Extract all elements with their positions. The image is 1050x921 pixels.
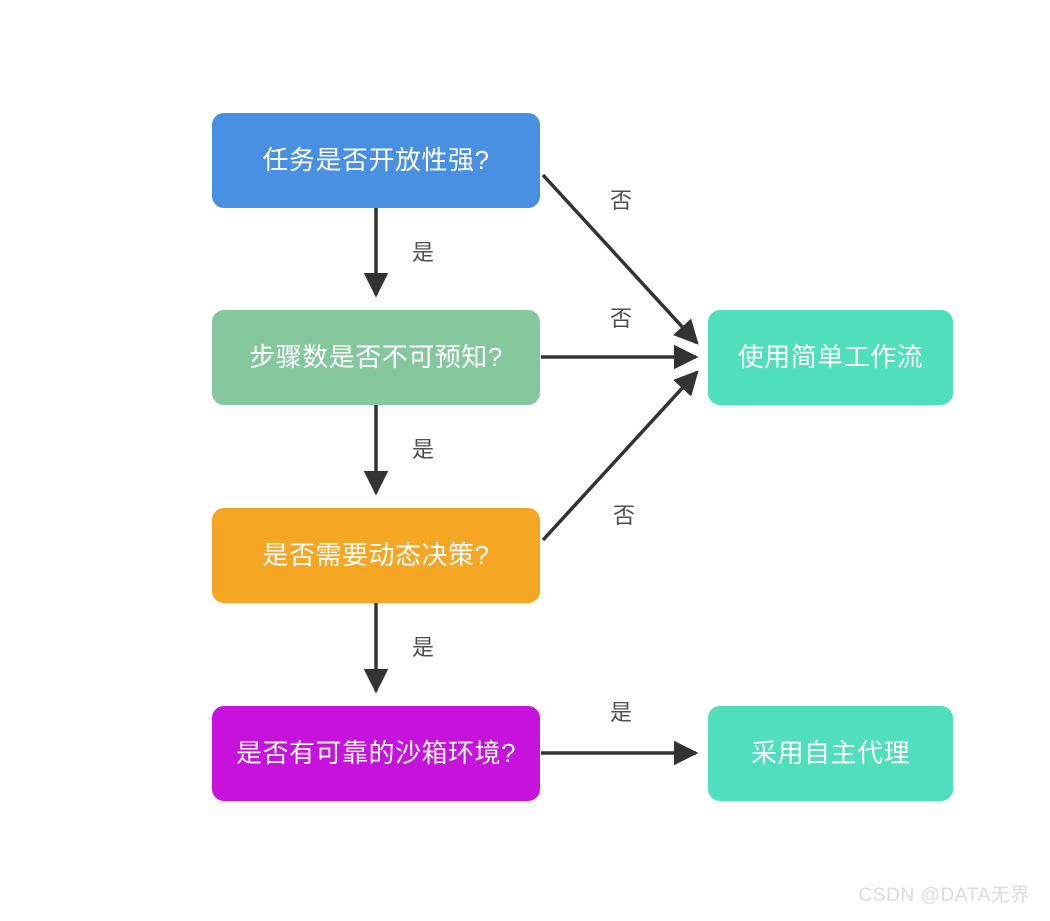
node-r-autonomous-agent[interactable]: 采用自主代理 [708, 706, 953, 801]
node-label: 是否有可靠的沙箱环境? [236, 737, 516, 768]
node-label: 使用简单工作流 [737, 341, 924, 372]
edge-open-ended-to-simple-workflow [541, 173, 699, 345]
edge-label-no-open-ended: 否 [609, 188, 633, 213]
edge-label-yes-dynamic: 是 [411, 635, 435, 660]
edge-label-yes-sandbox: 是 [609, 700, 633, 725]
node-label: 任务是否开放性强? [262, 144, 490, 175]
node-label: 步骤数是否不可预知? [249, 341, 503, 372]
edge-label-yes-steps: 是 [411, 437, 435, 462]
edge-label-yes-open-ended: 是 [411, 240, 435, 265]
node-label: 是否需要动态决策? [262, 539, 490, 570]
edge-label-no-dynamic: 否 [612, 503, 636, 528]
node-q-open-ended[interactable]: 任务是否开放性强? [212, 113, 540, 208]
node-label: 采用自主代理 [750, 737, 910, 768]
node-q-steps-unpredictable[interactable]: 步骤数是否不可预知? [212, 310, 540, 405]
edge-label-no-steps: 否 [609, 306, 633, 331]
watermark: CSDN @DATA无界 [858, 885, 1030, 906]
node-q-dynamic-decision[interactable]: 是否需要动态决策? [212, 508, 540, 603]
node-r-simple-workflow[interactable]: 使用简单工作流 [708, 310, 953, 405]
node-q-sandbox[interactable]: 是否有可靠的沙箱环境? [212, 706, 540, 801]
edge-dynamic-to-simple-workflow [541, 370, 699, 542]
